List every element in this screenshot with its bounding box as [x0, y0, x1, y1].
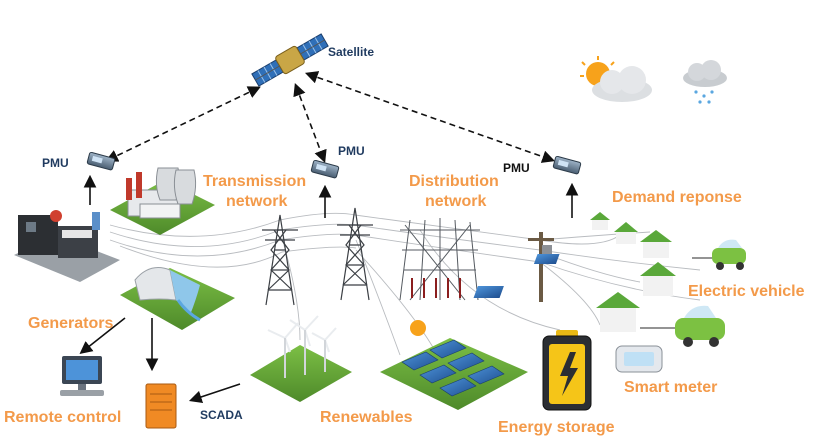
pmu-right-label: PMU	[503, 161, 530, 175]
satellite-links	[105, 71, 556, 163]
sun-cloud-icon	[580, 56, 652, 102]
distribution-label-2: network	[425, 193, 486, 210]
solar-panel-icon	[380, 320, 528, 410]
ev-car-icon	[640, 305, 725, 347]
transmission-label-2: network	[226, 193, 287, 210]
renewables-label: Renewables	[320, 409, 413, 426]
satellite-label: Satellite	[328, 45, 374, 59]
smart-meter-label: Smart meter	[624, 379, 717, 396]
computer-icon	[60, 356, 104, 396]
pmu-device-icon	[310, 159, 340, 179]
transmission-tower-icon	[262, 214, 298, 306]
ev-car-icon	[692, 239, 746, 270]
pmu-device-icon	[552, 155, 582, 175]
generator-icon	[14, 210, 120, 282]
hydro-dam-icon	[120, 267, 235, 330]
server-icon	[145, 383, 177, 429]
transmission-label-1: Transmission	[203, 173, 306, 190]
scada-label: SCADA	[200, 408, 243, 422]
pmu-left-label: PMU	[42, 156, 69, 170]
demand-response-label: Demand reponse	[612, 189, 742, 206]
transmission-tower-icon	[337, 207, 373, 301]
power-lines	[109, 212, 701, 361]
substation-icon	[399, 218, 480, 301]
factory-icon	[110, 167, 215, 235]
rain-cloud-icon	[683, 60, 727, 104]
remote-control-label: Remote control	[4, 409, 121, 426]
pmu-device-icon	[86, 151, 116, 171]
satellite-icon	[251, 33, 329, 87]
energy-storage-label: Energy storage	[498, 419, 615, 436]
battery-icon	[542, 330, 592, 411]
house-icon	[473, 212, 676, 332]
distribution-pole-icon	[528, 232, 554, 302]
generators-label: Generators	[28, 315, 113, 332]
electric-vehicle-label: Electric vehicle	[688, 283, 805, 300]
wind-turbine-icon	[250, 315, 352, 402]
pmu-center-label: PMU	[338, 144, 365, 158]
distribution-label-1: Distribution	[409, 173, 499, 190]
smart-meter-icon	[615, 345, 663, 373]
